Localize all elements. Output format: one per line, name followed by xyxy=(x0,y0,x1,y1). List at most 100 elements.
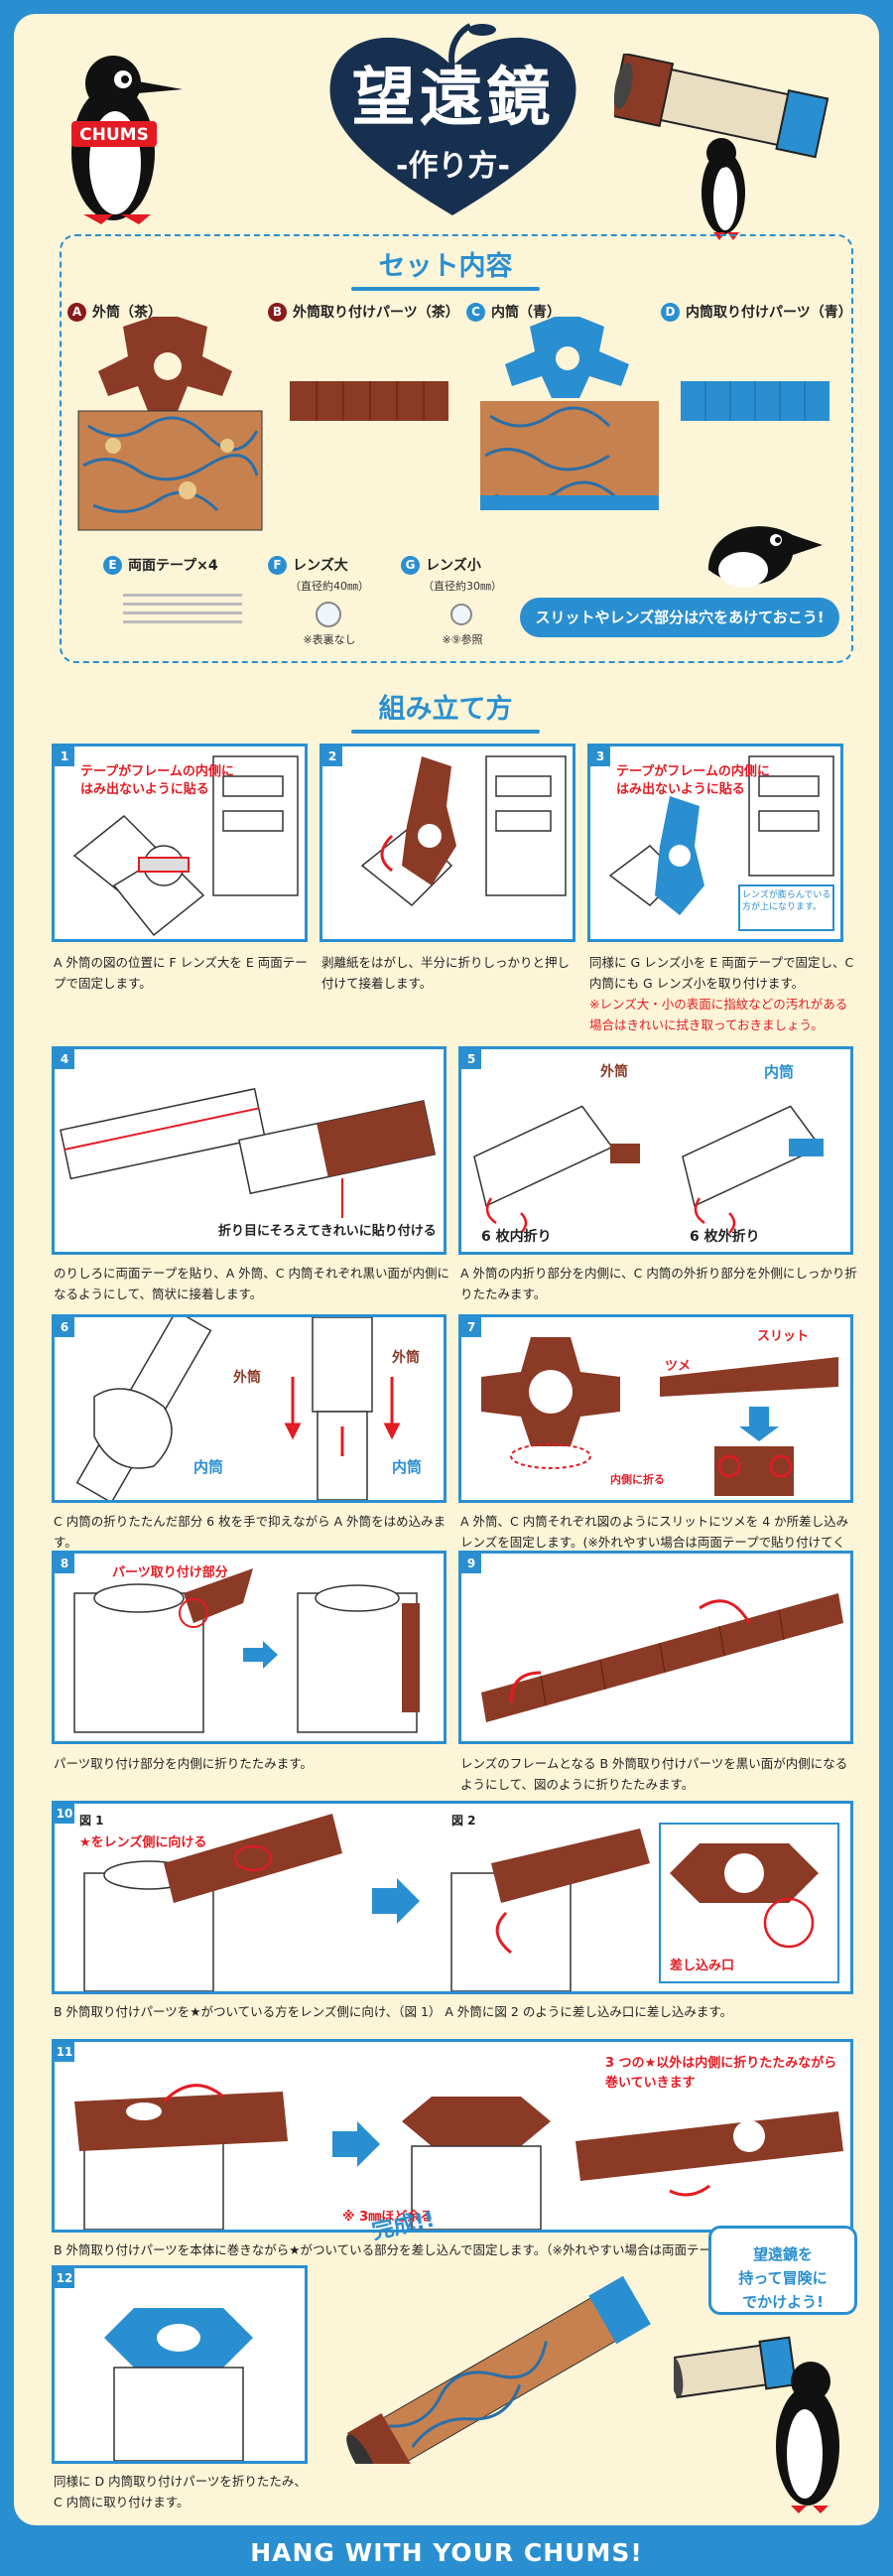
adventure-callout: 望遠鏡を 持って冒険に でかけよう! xyxy=(708,2226,857,2315)
part-f-text: レンズ大 xyxy=(293,558,348,574)
part-a-badge: A xyxy=(67,302,86,322)
step-11-label-2: 巻いていきます xyxy=(605,2076,696,2091)
part-d-image xyxy=(681,381,829,421)
step-7-label-fold-in: 内側に折る xyxy=(610,1473,665,1486)
page-title: 望遠鏡 xyxy=(351,62,555,135)
step-10-panel: 10 図 1 ★をレンズ側に向ける 図 2 差し込み口 xyxy=(52,1801,853,1994)
part-g-label: G レンズ小 xyxy=(401,555,481,575)
set-contents-title-text: セット内容 xyxy=(378,251,513,282)
part-c-text: 内筒（青） xyxy=(491,305,561,321)
step-5-number: 5 xyxy=(461,1049,481,1069)
step-6-label-inner-1: 内筒 xyxy=(193,1458,224,1476)
step-5-label-outer: 外筒 xyxy=(600,1064,628,1080)
step-1-panel: 1 テープがフレームの内側に はみ出ないように貼る xyxy=(52,744,308,942)
part-f-badge: F xyxy=(268,555,287,575)
step-12-panel: 12 xyxy=(52,2265,308,2464)
step-7-label-slit: スリット xyxy=(757,1329,810,1344)
step-8-diagram xyxy=(73,1568,420,1733)
part-e-text: 両面テープ×4 xyxy=(128,558,218,574)
adventure-line-2: 持って冒険に xyxy=(738,2269,828,2287)
step-6-number: 6 xyxy=(55,1317,74,1337)
set-contents-title: セット内容 xyxy=(351,244,540,291)
complete-panel xyxy=(319,2265,702,2464)
step-12-diagram xyxy=(104,2308,253,2461)
step-7-panel: 7 スリット ツメ 内側に折る xyxy=(458,1314,853,1503)
part-c-label: C 内筒（青） xyxy=(466,302,561,322)
step-8-label-1: パーツ取り付け部分 xyxy=(112,1565,228,1580)
step-11-caption: B 外筒取り付けパーツを本体に巻きながら★がついている部分を差し込んで固定します… xyxy=(54,2242,859,2257)
step-4-label-1: 折り目にそろえてきれいに貼り付ける xyxy=(218,1224,437,1239)
step-9-panel: 9 xyxy=(458,1551,853,1744)
step-10-label-fig2: 図 2 xyxy=(451,1814,476,1828)
part-b-image xyxy=(290,381,448,421)
step-11-panel: 11 3 つの★以外は内側に折りたたみながら 巻いていきます ※ 3㎜ほど余る xyxy=(52,2039,853,2233)
step-10-label-star: ★をレンズ側に向ける xyxy=(79,1835,207,1850)
part-c-image xyxy=(480,317,659,510)
step-7-label-tab: ツメ xyxy=(665,1359,692,1374)
step-11-number: 11 xyxy=(55,2042,74,2062)
part-g-badge: G xyxy=(401,555,420,575)
penguin-pointing-illustration xyxy=(708,526,823,588)
step-3-label-3: レンズが膨らんでいる方が上になります。 xyxy=(742,890,831,912)
step-2-number: 2 xyxy=(322,746,342,766)
step-11-diagram xyxy=(74,2084,843,2230)
part-c-badge: C xyxy=(466,302,485,322)
step-10-label-fig1: 図 1 xyxy=(79,1814,104,1828)
part-b-badge: B xyxy=(268,302,287,322)
step-3-label-2: はみ出ないように貼る xyxy=(616,782,745,797)
step-9-caption: レンズのフレームとなる B 外筒取り付けパーツを黒い面が内側になるようにして、図… xyxy=(460,1756,848,1792)
step-3-diagram xyxy=(608,755,834,931)
part-b-label: B 外筒取り付けパーツ（茶） xyxy=(268,302,459,322)
step-5-diagram xyxy=(473,1105,824,1234)
penguin-with-telescope-illustration xyxy=(614,54,829,240)
instruction-sheet: CHUMS 望遠鏡 -作り方- セット内容 A 外筒（茶） B 外筒取り付けパー… xyxy=(14,14,879,2525)
part-e-label: E 両面テープ×4 xyxy=(103,555,218,575)
adventure-line-1: 望遠鏡を xyxy=(752,2245,813,2263)
step-6-label-outer-1: 外筒 xyxy=(233,1370,261,1386)
step-3-panel: 3 テープがフレームの内側に はみ出ないように貼る レンズが膨らんでいる方が上に… xyxy=(587,744,843,942)
part-g-note: ※⑨参照 xyxy=(442,633,483,646)
finished-telescope-image xyxy=(346,2275,651,2464)
step-5-label-out-fold: 6 枚外折り xyxy=(690,1229,760,1245)
step-7-diagram xyxy=(481,1337,838,1496)
footer-slogan: HANG WITH YOUR CHUMS! xyxy=(250,2538,643,2567)
part-a-text: 外筒（茶） xyxy=(92,305,162,321)
part-f-size: （直径約40㎜） xyxy=(290,580,369,593)
step-5-caption: A 外筒の内折り部分を内側に、C 内筒の外折り部分を外側にしっかり折りたたみます… xyxy=(460,1266,857,1301)
penguin-looking-through-telescope xyxy=(674,2336,839,2513)
step-10-number: 10 xyxy=(55,1804,74,1824)
step-8-number: 8 xyxy=(55,1554,74,1573)
step-5-label-in-fold: 6 枚内折り xyxy=(481,1229,552,1245)
step-2-diagram xyxy=(360,755,567,907)
step-1-caption: A 外筒の図の位置に F レンズ大を E 両面テープで固定します。 xyxy=(54,955,308,991)
step-2-caption: 剥離紙をはがし、半分に折りしっかりと押し付けて接着します。 xyxy=(321,955,571,991)
chums-penguin-logo: CHUMS xyxy=(71,56,183,224)
step-1-label-2: はみ出ないように貼る xyxy=(80,782,209,797)
title-heart-shape xyxy=(329,23,576,215)
part-e-tapes xyxy=(123,588,242,629)
step-11-label-1: 3 つの★以外は内側に折りたたみながら xyxy=(605,2056,837,2071)
step-3-label-1: テープがフレームの内側に xyxy=(616,764,770,779)
part-d-text: 内筒取り付けパーツ（青） xyxy=(686,305,852,321)
step-7-number: 7 xyxy=(461,1317,481,1337)
step-8-panel: 8 パーツ取り付け部分 xyxy=(52,1551,446,1744)
step-12-caption: 同様に D 内筒取り付けパーツを折りたたみ、C 内筒に取り付けます。 xyxy=(54,2474,307,2509)
step-6-panel: 6 外筒 内筒 外筒 内筒 xyxy=(52,1314,446,1503)
part-f-note: ※表裏なし xyxy=(303,633,356,646)
slit-note-banner: スリットやレンズ部分は穴をあけておこう! xyxy=(520,598,839,637)
step-6-label-inner-2: 内筒 xyxy=(392,1458,423,1476)
step-3-caption: 同様に G レンズ小を E 両面テープで固定し、C 内筒にも G レンズ小を取り… xyxy=(589,955,854,991)
step-12-number: 12 xyxy=(55,2268,74,2288)
step-3-caption-red: ※レンズ大・小の表面に指紋などの汚れがある場合はきれいに拭き取っておきましょう。 xyxy=(589,997,848,1032)
part-a-image xyxy=(77,317,263,531)
part-e-badge: E xyxy=(103,555,122,575)
step-1-number: 1 xyxy=(55,746,74,766)
part-g-size: （直径約30㎜） xyxy=(423,580,502,593)
part-a-label: A 外筒（茶） xyxy=(67,302,162,322)
step-11-label-3: ※ 3㎜ほど余る xyxy=(342,2210,434,2225)
part-g-lens-image xyxy=(450,604,472,625)
step-8-caption: パーツ取り付け部分を内側に折りたたみます。 xyxy=(54,1756,314,1771)
step-1-diagram xyxy=(72,755,299,937)
step-2-panel: 2 xyxy=(319,744,575,942)
step-6-caption: C 内筒の折りたたんだ部分 6 枚を手で抑えながら A 外筒をはめ込みます。 xyxy=(54,1514,446,1550)
